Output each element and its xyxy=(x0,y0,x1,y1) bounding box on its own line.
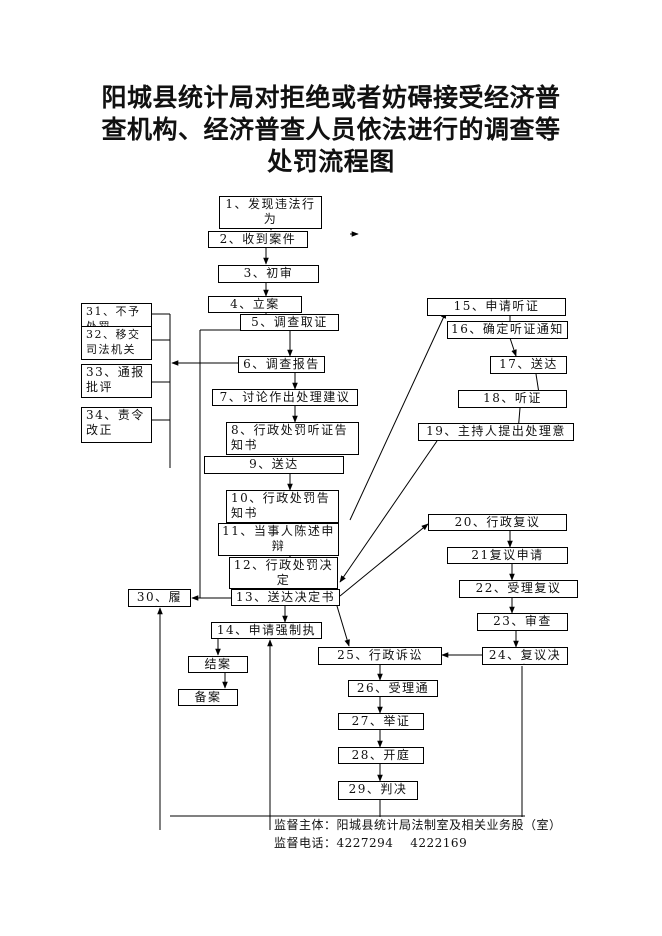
node-29-judgment: 29、判决 xyxy=(338,781,418,800)
node-28-court-session: 28、开庭 xyxy=(338,747,424,764)
supervisor-phone: 监督电话：4227294 4222169 xyxy=(274,836,468,850)
node-30-perform: 30、履行 xyxy=(128,589,191,607)
node-record-filing: 备案 xyxy=(178,689,238,706)
page-title: 阳城县统计局对拒绝或者妨碍接受经济普 查机构、经济普查人员依法进行的调查等 处罚… xyxy=(60,82,602,178)
node-9-deliver: 9、送达 xyxy=(204,456,344,474)
node-26-accept-notice: 26、受理通知 xyxy=(348,680,438,697)
node-24-review-decision: 24、复议决定 xyxy=(482,647,568,665)
node-32-transfer-judicial: 32、移交司法机关 xyxy=(81,326,152,360)
node-14-apply-enforcement: 14、申请强制执行 xyxy=(211,622,322,639)
node-10-penalty-notice: 10、行政处罚告知书 xyxy=(226,490,339,523)
node-17-deliver: 17、送达 xyxy=(490,356,567,374)
node-15-apply-hearing: 15、申请听证 xyxy=(427,298,566,316)
supervisor-text: 监督主体：阳城县统计局法制室及相关业务股（室） xyxy=(274,818,562,832)
node-18-hearing: 18、听证 xyxy=(458,390,567,408)
node-23-examine: 23、审查 xyxy=(477,613,568,631)
node-1-discover-violation: 1、发现违法行为 xyxy=(219,196,322,229)
node-33-circulate-criticism: 33、通报批评 xyxy=(81,364,152,398)
node-34-order-correction: 34、责令改正 xyxy=(81,407,152,443)
node-22-accept-review: 22、受理复议 xyxy=(459,580,578,598)
node-2-receive-case: 2、收到案件 xyxy=(208,231,308,248)
node-7-discussion: 7、讨论作出处理建议 xyxy=(212,389,358,406)
node-case-closed: 结案 xyxy=(188,656,248,673)
node-5-investigate: 5、调查取证 xyxy=(240,314,339,331)
node-13-deliver-decision: 13、送达决定书 xyxy=(231,589,340,606)
node-12-penalty-decision: 12、行政处罚决定 xyxy=(229,557,338,589)
node-19-presider-opinion: 19、主持人提出处理意见 xyxy=(418,423,574,441)
title-line-1: 阳城县统计局对拒绝或者妨碍接受经济普 xyxy=(101,83,561,112)
node-3-preliminary-review: 3、初审 xyxy=(218,265,319,283)
node-20-admin-review: 20、行政复议 xyxy=(428,514,567,531)
node-16-hearing-notification: 16、确定听证通知 xyxy=(447,321,568,339)
node-21-review-application: 21复议申请 xyxy=(447,547,568,564)
node-11-statement-defense: 11、当事人陈述申辩 xyxy=(218,523,339,556)
node-4-file-case: 4、立案 xyxy=(208,296,302,313)
node-8-hearing-notice: 8、行政处罚听证告知书 xyxy=(226,422,359,455)
title-line-2: 查机构、经济普查人员依法进行的调查等 xyxy=(101,115,561,144)
node-6-investigation-report: 6、调查报告 xyxy=(238,356,325,373)
title-line-3: 处罚流程图 xyxy=(267,147,395,176)
node-25-admin-litigation: 25、行政诉讼 xyxy=(318,647,442,665)
node-27-evidence: 27、举证 xyxy=(338,713,424,730)
